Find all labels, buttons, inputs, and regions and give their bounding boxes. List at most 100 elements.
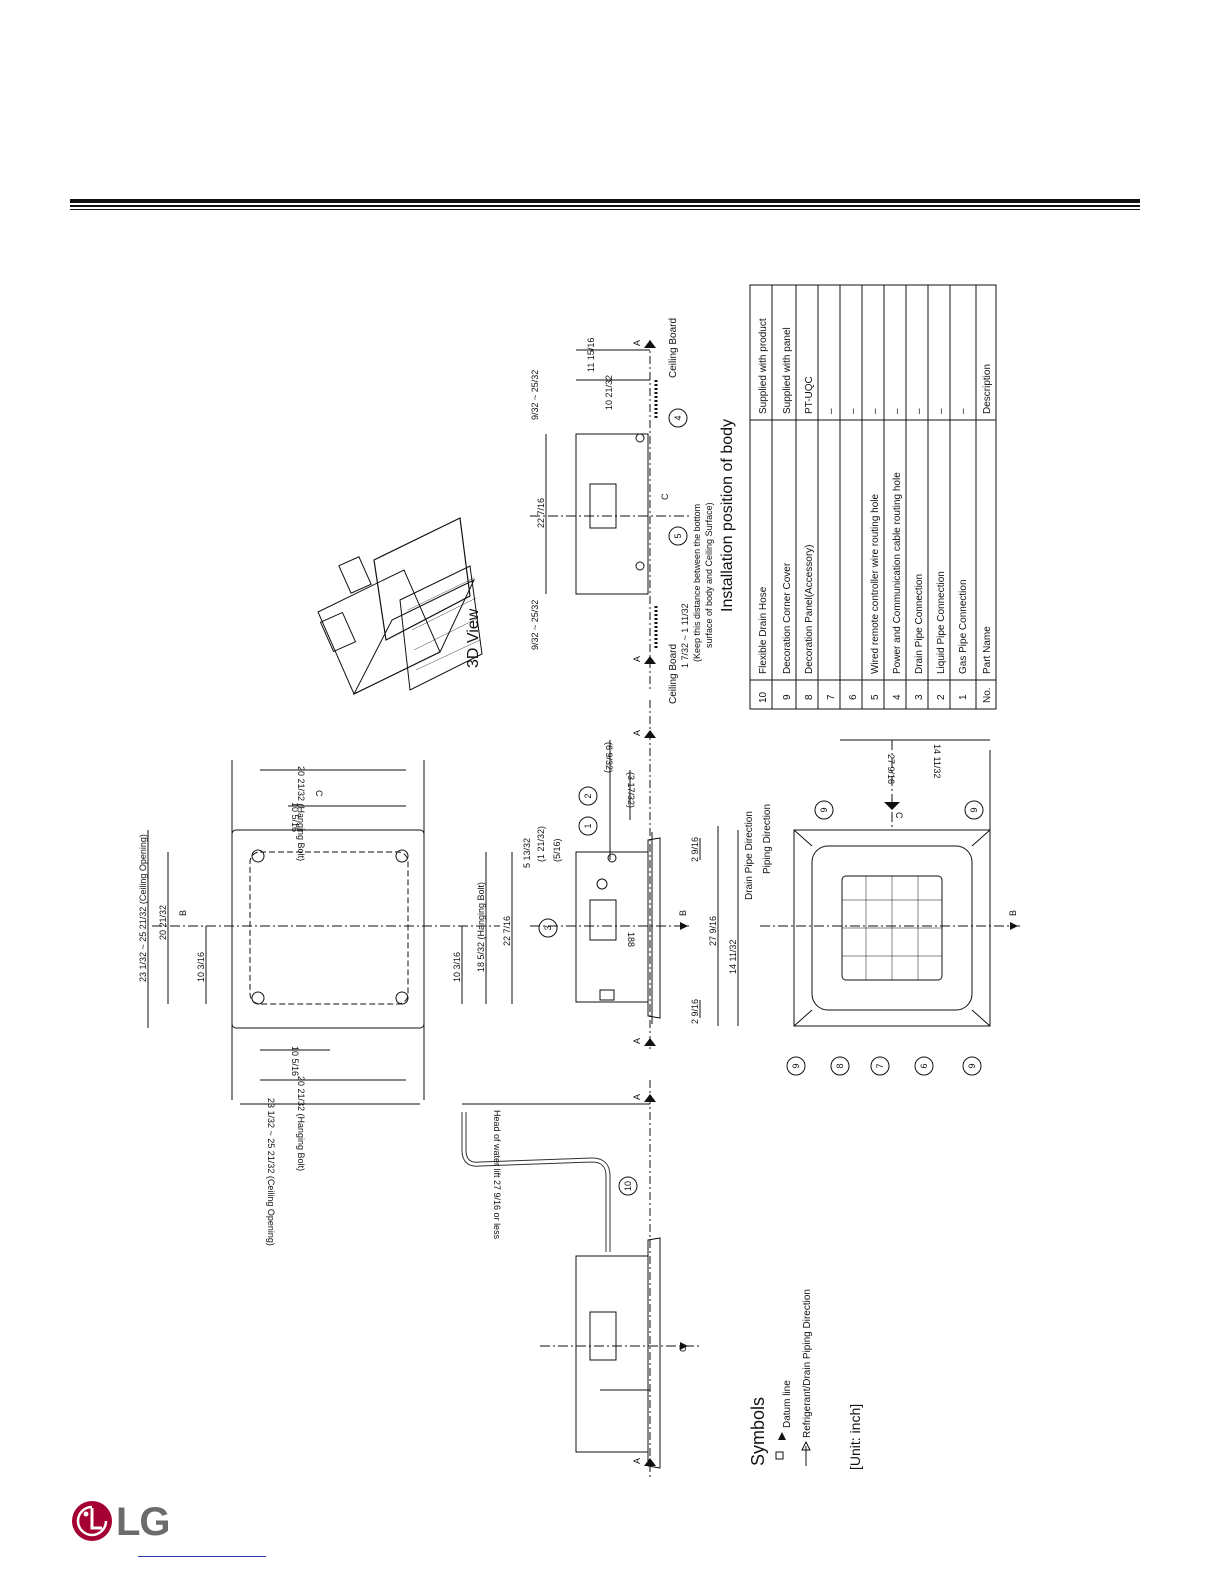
header-rule-mid (70, 205, 1140, 207)
parts-table-grid (749, 284, 997, 710)
datum-c-1: C (314, 790, 324, 797)
panel-view (737, 739, 1020, 1027)
dim-3-17-32: (3 17/32) (626, 772, 636, 808)
callout-5: 5 (673, 533, 683, 538)
row-2-part: Liquid Pipe Connection (936, 571, 947, 674)
ceiling-opening-top: 23 1/32 ~ 25 21/32 (Ceiling Opening) (138, 834, 148, 982)
row-10-part: Flexible Drain Hose (758, 586, 769, 674)
piping-direction: Piping Direction (762, 804, 773, 874)
keep-note-1: (Keep this distance between the bottom (692, 504, 702, 662)
hanging-bolt-c: 18 5/32 (Hanging Bolt) (476, 882, 486, 972)
callout-8: 8 (835, 1063, 845, 1068)
ceiling-board-b: Ceiling Board (668, 644, 679, 704)
callout-9c: 9 (819, 807, 829, 812)
row-9-desc: Supplied with panel (782, 327, 793, 414)
ceiling-opening-bottom: 23 1/32 ~ 25 21/32 (Ceiling Opening) (266, 1098, 276, 1246)
table-header-no: No. (982, 687, 993, 703)
dim-5-13-32: 5 13/32 (522, 838, 532, 868)
row-7-no: 7 (826, 694, 837, 700)
footer-link-line (138, 1556, 266, 1557)
row-3-part: Drain Pipe Connection (914, 574, 925, 674)
keep-note-2: surface of body and Ceiling Surface) (704, 502, 714, 648)
dim-22-7-16-a: 22 7/16 (502, 916, 512, 946)
datum-a-2: A (632, 1038, 642, 1044)
row-4-no: 4 (892, 694, 903, 700)
row-1-desc: – (958, 408, 969, 414)
row-8-desc: PT-UQC (804, 376, 815, 414)
row-4-desc: – (892, 408, 903, 414)
symbol-datum-line: Datum line (782, 1380, 793, 1428)
dim-188: 188 (626, 932, 636, 947)
hanging-bolt-a: 20 21/32 (Hanging Bolt) (296, 766, 306, 861)
callout-9b: 9 (967, 1063, 977, 1068)
dim-2-9-16-b: 2 9/16 (690, 999, 700, 1024)
callout-7: 7 (875, 1063, 885, 1068)
dim-9-32-b: 9/32 ~ 25/32 (530, 600, 540, 650)
header-rule-thick (70, 199, 1140, 203)
row-3-no: 3 (914, 694, 925, 700)
dim-6-9-32: (6 9/32) (604, 742, 614, 773)
row-5-no: 5 (870, 694, 881, 700)
drain-pipe-direction: Drain Pipe Direction (744, 811, 755, 900)
dim-11-15-16: 11 15/16 (586, 338, 596, 372)
callout-10: 10 (623, 1181, 633, 1191)
lg-logo-icon (72, 1501, 112, 1541)
row-9-no: 9 (782, 694, 793, 700)
dim-20-21-32: 20 21/32 (158, 905, 168, 940)
row-4-part: Power and Communication cable routing ho… (892, 472, 903, 674)
dim-27-9-16-a: 27 9/16 (708, 916, 718, 946)
dim-10-21-32: 10 21/32 (604, 375, 614, 410)
dim-10-5-16-a: 10 5/16 (290, 802, 300, 832)
datum-b-2: B (678, 910, 688, 916)
table-header-part: Part Name (982, 626, 993, 674)
symbol-piping-direction: Refrigerant/Drain Piping Direction (802, 1289, 813, 1438)
dim-22-7-16-b: 22 7/16 (536, 498, 546, 528)
installation-title: Installation position of body (719, 419, 736, 612)
row-10-no: 10 (758, 691, 769, 703)
row-2-no: 2 (936, 694, 947, 700)
table-header-desc: Description (982, 364, 993, 414)
callout-9a: 9 (791, 1063, 801, 1068)
row-9-part: Decoration Corner Cover (782, 562, 793, 674)
row-5-desc: – (870, 408, 881, 414)
datum-a-3: A (632, 730, 642, 736)
callout-9d: 9 (969, 807, 979, 812)
callout-3: 3 (543, 925, 553, 930)
row-8-part: Decoration Panel(Accessory) (804, 545, 815, 675)
dim-27-9-16-b: 27 9/16 (886, 754, 896, 784)
datum-a-1: A (632, 1094, 642, 1100)
hanging-bolt-b: 20 21/32 (Hanging Bolt) (296, 1076, 306, 1171)
datum-a-6: A (632, 1458, 642, 1464)
row-6-desc: – (848, 408, 859, 414)
lg-logo-text: LG (116, 1500, 171, 1544)
dim-1-21-32: (1 21/32) (536, 826, 546, 862)
ceiling-board-a: Ceiling Board (668, 318, 679, 378)
drain-hose-view (461, 1080, 700, 1480)
datum-b-3: B (1008, 910, 1018, 916)
side-view (511, 700, 719, 1050)
dim-5-16: (5/16) (552, 838, 562, 862)
row-7-desc: – (826, 408, 837, 414)
row-6-no: 6 (848, 694, 859, 700)
callout-2: 2 (583, 793, 593, 798)
callout-circles (538, 408, 984, 1196)
row-10-desc: Supplied with product (758, 318, 769, 414)
head-of-water: Head of water lift 27 9/16 or less (492, 1110, 502, 1240)
symbols-legend: Symbols Datum line Refrigerant/Drain Pip… (748, 1289, 863, 1470)
dim-14-11-32-a: 14 11/32 (728, 940, 738, 974)
row-8-no: 8 (804, 694, 815, 700)
dim-10-5-16-b: 10 5/16 (290, 1046, 300, 1076)
top-view (147, 760, 500, 1105)
callout-1: 1 (583, 823, 593, 828)
installation-view (530, 340, 690, 690)
row-5-part: Wired remote controller wire routing hol… (870, 493, 881, 674)
datum-c-2: C (660, 493, 670, 500)
3d-view (317, 517, 483, 696)
dim-10-3-16-b: 10 3/16 (452, 952, 462, 982)
callout-6: 6 (919, 1063, 929, 1068)
dim-1-7-32: 1 7/32 ~ 1 11/32 (680, 603, 690, 668)
symbols-title: Symbols (748, 1397, 768, 1466)
header-rule-thin (70, 209, 1140, 210)
unit-label: [Unit: inch] (847, 1404, 863, 1470)
